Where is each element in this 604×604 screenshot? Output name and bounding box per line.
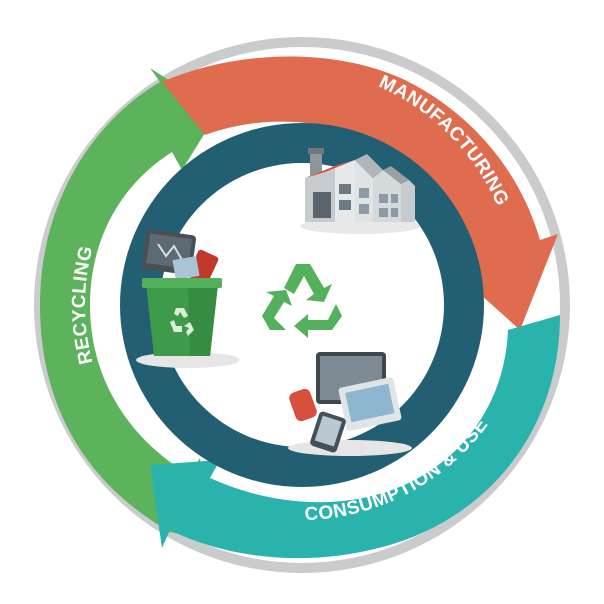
recycle-symbol-icon	[262, 264, 342, 338]
factory-icon	[300, 148, 420, 234]
recycle-bin-icon	[136, 229, 240, 368]
electronics-devices-icon	[288, 352, 412, 456]
manufacturing-arc	[162, 56, 558, 331]
consumption-arc	[150, 315, 560, 559]
recycling-arc	[40, 68, 218, 540]
